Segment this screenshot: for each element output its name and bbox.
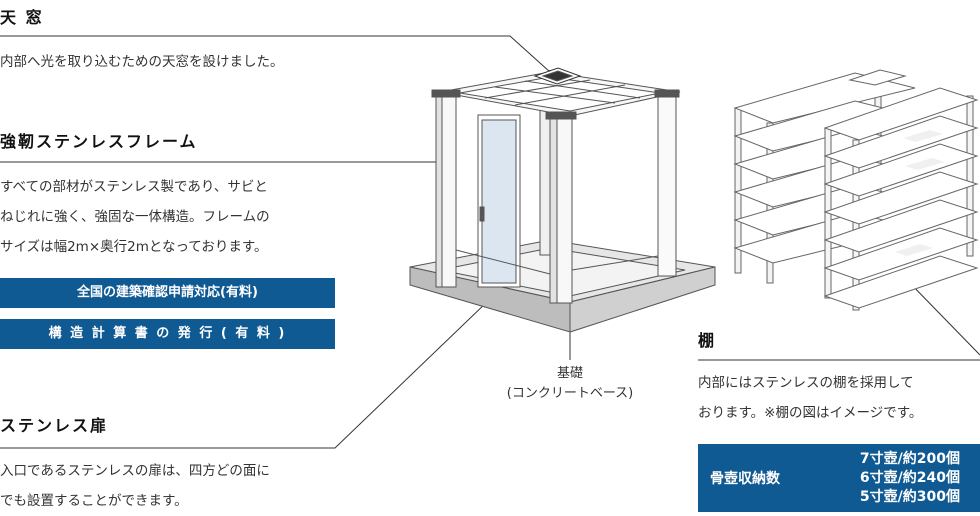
skylight-leader — [0, 35, 551, 73]
shelf-leader — [904, 277, 980, 356]
frame-description: すべての部材がステンレス製であり、サビと ねじれに強く、強固な一体構造。フレーム… — [0, 179, 270, 255]
structural-calc-badge: 構 造 計 算 書 の 発 行 ( 有 料 ) — [0, 319, 335, 349]
storage-row-5sun: 5寸壺/約300個 — [859, 489, 960, 505]
door-title: ステンレス扉 — [0, 416, 109, 435]
skylight-title: 天 窓 — [0, 8, 44, 27]
door-leader — [0, 274, 516, 449]
building-permit-badge: 全国の建築確認申請対応(有料) — [0, 278, 335, 308]
skylight-description: 内部へ光を取り込むための天窓を設けました。 — [0, 54, 284, 70]
frame-title: 強靭ステンレスフレーム — [0, 132, 198, 151]
storage-capacity-box: 骨壺収納数 7寸壺/約200個 6寸壺/約240個 5寸壺/約300個 — [698, 444, 980, 512]
shelf-title: 棚 — [698, 331, 717, 350]
foundation-label: 基礎 — [556, 366, 583, 381]
storage-row-7sun: 7寸壺/約200個 — [859, 451, 960, 467]
storage-label: 骨壺収納数 — [710, 471, 780, 487]
foundation-sublabel: (コンクリートベース) — [506, 386, 634, 401]
shelf-description: 内部にはステンレスの棚を採用して おります。※棚の図はイメージです。 — [698, 375, 923, 421]
shelf-illustration — [733, 69, 979, 311]
foundation-caption: 基礎 (コンクリートベース) — [480, 364, 660, 404]
storage-row-6sun: 6寸壺/約240個 — [859, 470, 960, 486]
storage-rows: 7寸壺/約200個 6寸壺/約240個 5寸壺/約300個 — [860, 450, 960, 507]
door-description: 入口であるステンレスの扉は、四方どの面に でも設置することができます。 — [0, 463, 270, 509]
structure-illustration — [409, 67, 716, 333]
